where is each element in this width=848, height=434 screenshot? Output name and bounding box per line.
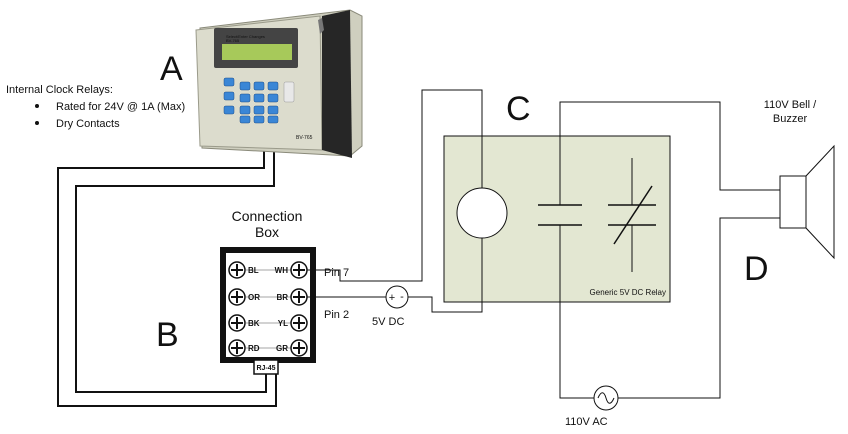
relay-coil [456, 187, 508, 239]
pin7-label: Pin 7 [324, 267, 349, 279]
label-a: A [160, 50, 183, 88]
connection-box-title-1: Connection [232, 208, 303, 224]
connection-box: RJ-45 [220, 247, 316, 375]
device-model: BV-765 [296, 135, 313, 141]
terminal-bl [228, 261, 246, 279]
bell-label-2: Buzzer [773, 113, 808, 125]
screen-line1: Select/Enter Changes [226, 34, 265, 39]
terminal-or [228, 288, 246, 306]
keypad [223, 77, 295, 124]
terminal-label-bk: BK [248, 319, 260, 328]
terminal-label-rd: RD [248, 344, 260, 353]
time-clock-device: Select/Enter Changes BV-765 BV-765 [195, 9, 363, 158]
lcd-screen [222, 44, 292, 60]
label-c: C [506, 90, 531, 128]
connection-box-title-2: Box [255, 224, 279, 240]
ac-label: 110V AC [565, 416, 608, 428]
relay-label: Generic 5V DC Relay [590, 288, 666, 297]
screen-line2: BV-765 [226, 38, 240, 43]
dc-source: + - [385, 285, 409, 309]
terminal-br [290, 288, 308, 306]
rj45-port [253, 359, 279, 375]
notes-title: Internal Clock Relays: [6, 84, 113, 96]
terminal-yl [290, 314, 308, 332]
terminal-gr [290, 339, 308, 357]
sine-wave-icon [597, 392, 615, 404]
ac-source [593, 385, 619, 411]
bell-buzzer [779, 144, 835, 260]
clock-to-box-wires [57, 148, 277, 407]
pin2-label: Pin 2 [324, 309, 349, 321]
load-circuit-wires [559, 101, 780, 399]
dc-plus: + [389, 292, 395, 304]
label-b: B [156, 316, 179, 354]
terminal-label-bl: BL [248, 266, 259, 275]
note-bullet-2: Dry Contacts [56, 118, 120, 130]
dc-label: 5V DC [372, 316, 404, 328]
relay-contacts [538, 158, 656, 272]
terminal-bk [228, 314, 246, 332]
terminal-label-gr: GR [276, 344, 288, 353]
terminal-screws [228, 261, 308, 357]
terminal-label-wh: WH [275, 266, 289, 275]
terminal-label-or: OR [248, 293, 260, 302]
terminal-rd [228, 339, 246, 357]
dc-minus: - [400, 291, 404, 303]
rj45-label: RJ-45 [256, 365, 275, 372]
note-bullet-1: Rated for 24V @ 1A (Max) [56, 101, 185, 113]
terminal-wh [290, 261, 308, 279]
relay-notes: Internal Clock Relays: Rated for 24V @ 1… [6, 84, 185, 130]
terminal-label-br: BR [276, 293, 288, 302]
control-circuit-wires [307, 89, 483, 313]
terminal-label-yl: YL [278, 319, 288, 328]
label-d: D [744, 250, 769, 288]
bell-label-1: 110V Bell / [764, 99, 817, 111]
